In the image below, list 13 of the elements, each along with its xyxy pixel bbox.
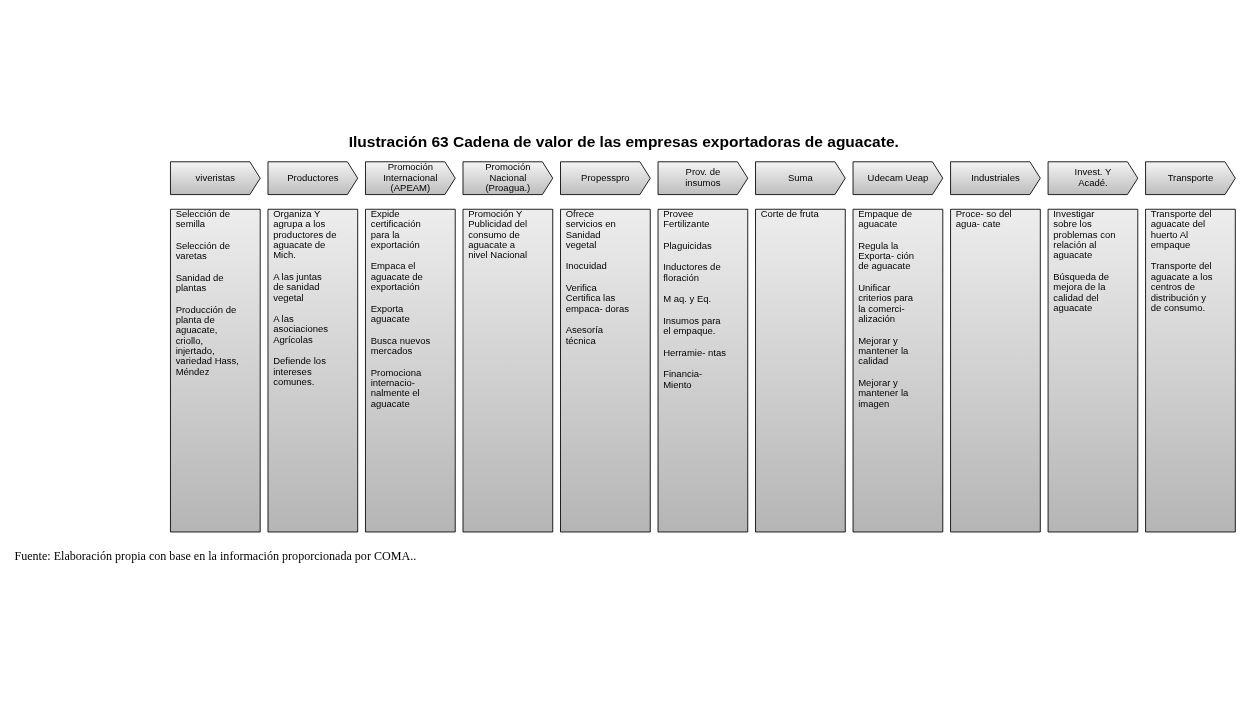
node-box: Corte de fruta — [755, 208, 846, 532]
diagram-title: Ilustración 63 Cadena de valor de las empresas exportadoras de aguacate. — [348, 132, 899, 150]
node-box: Investigar sobre los problemas con relación al aguacate Búsqueda de mejora de la calidad del aguacate — [1047, 208, 1139, 532]
node-box: Proce- so del agua- cate — [950, 208, 1041, 532]
caption: Fuente: Elaboración propia con base en la información proporcionada por COMA.. — [14, 548, 417, 563]
node-box: Promoción Y Publicidad del consumo de aguacate a nivel Nacional — [462, 208, 554, 532]
node-box: Organiza Y agrupa a los productores de aguacate de Mich. A las juntas de sanidad vegetal A las asociaciones Agrícolas Defiende los intereses comunes. — [267, 208, 359, 532]
node-box: Selección de semilla Selección de varetas Sanidad de plantas Producción de planta de aguacate, criollo, injertado, variedad Hass, Méndez — [170, 208, 261, 532]
node-box: Ofrece servicios en Sanidad vegetal Inocuidad Verifica Certifica las empaca- doras Asesoría técnica — [560, 208, 651, 532]
node-box: Empaque de aguacate Regula la Exporta- ción de aguacate Unificar criterios para la comerci- alización Mejorar y mantener la calidad Mejorar y mantener la imagen — [852, 208, 944, 532]
node-box: Expide certificación para la exportación Empaca el aguacate de exportación Exporta aguacate Busca nuevos mercados Promociona internacio- nalmente el aguacate — [365, 208, 456, 532]
node-box: Transporte del aguacate del huerto Al empaque Transporte del aguacate a los centros de distribución y de consumo. — [1145, 208, 1236, 532]
node-box: Provee Fertilizante Plaguicidas Inductores de floración M aq. y Eq. Insumos para el empaque. Herramie- ntas Financia- Miento — [657, 208, 749, 532]
